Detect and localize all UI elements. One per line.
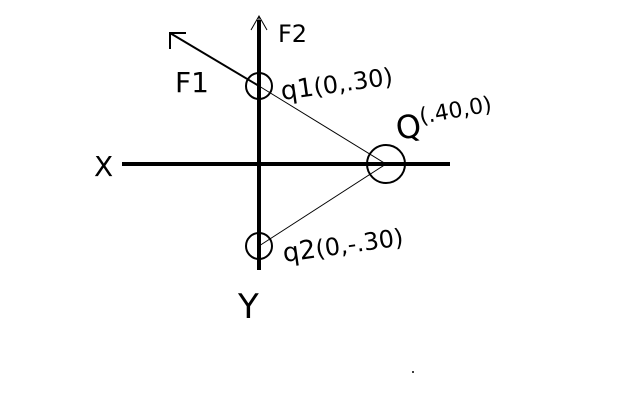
q1-to-Q-line <box>258 85 387 165</box>
Q-charge-circle <box>366 144 406 184</box>
stray-dot <box>412 371 414 373</box>
q2-to-Q-line <box>258 163 387 247</box>
y-axis-label: Y <box>237 287 259 327</box>
q1-charge-circle <box>245 72 273 100</box>
q2-charge-circle <box>245 232 273 260</box>
f2-label: F2 <box>278 20 307 48</box>
f2-arrowhead <box>250 14 268 31</box>
q1-name: q1 <box>279 73 316 107</box>
x-axis-label: X <box>94 150 113 183</box>
q2-name: q2 <box>281 235 318 269</box>
q1-label: q1(0,.30) <box>279 62 395 107</box>
f1-label: F1 <box>175 66 209 99</box>
f1-arrow-shaft <box>169 32 260 87</box>
f1-arrowhead <box>169 32 186 49</box>
